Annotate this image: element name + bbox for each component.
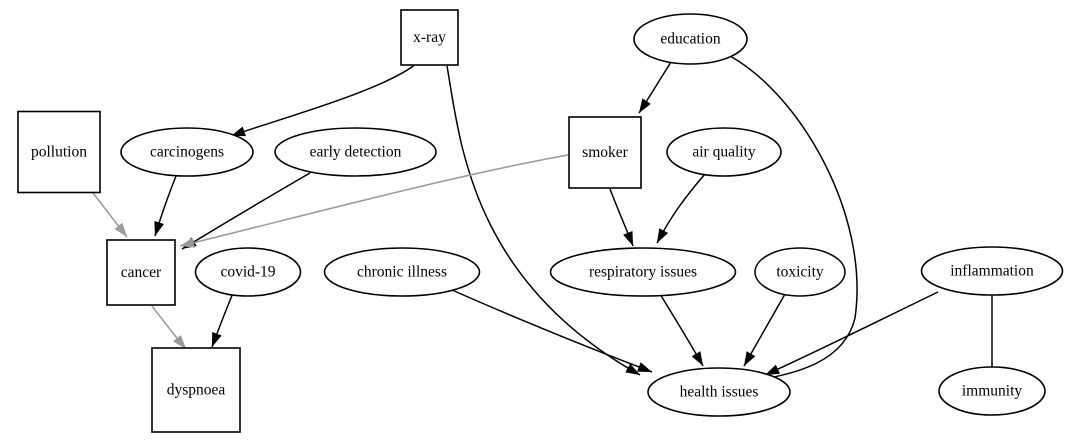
node-ellipse-shape[interactable] xyxy=(666,127,782,177)
arrowhead xyxy=(230,126,246,137)
edge-pollution-to-cancer xyxy=(92,192,128,238)
edge-smoker-to-respiratory xyxy=(609,188,634,247)
edge-education-to-health xyxy=(729,55,858,386)
node-ellipse-shape[interactable] xyxy=(754,247,846,297)
node-airquality[interactable]: air quality xyxy=(666,127,782,177)
arrowhead xyxy=(173,334,187,350)
edge-xray-to-health xyxy=(446,65,641,376)
edge-line xyxy=(230,63,417,137)
node-education[interactable]: education xyxy=(633,13,748,65)
edge-toxicity-to-health xyxy=(743,293,786,367)
edge-carcinogens-to-cancer xyxy=(154,175,177,237)
node-ellipse-shape[interactable] xyxy=(633,13,748,65)
nodes-layer: x-ray education pollution carcinogens early … xyxy=(17,9,1064,433)
node-early[interactable]: early detection xyxy=(274,127,437,177)
arrowhead xyxy=(154,221,164,237)
edge-line xyxy=(764,291,939,376)
edge-xray-to-carcinogens xyxy=(230,63,417,137)
node-box-shape[interactable] xyxy=(106,239,176,306)
node-box-shape[interactable] xyxy=(568,116,642,189)
arrowhead xyxy=(656,228,669,244)
edge-early-to-cancer xyxy=(181,172,311,250)
edge-line xyxy=(181,172,311,250)
edge-education-to-smoker xyxy=(638,58,674,114)
node-pollution[interactable]: pollution xyxy=(17,110,101,194)
arrowhead xyxy=(764,364,780,376)
edge-line xyxy=(451,289,653,373)
edge-chronic-to-health xyxy=(451,289,653,373)
node-ellipse-shape[interactable] xyxy=(194,247,302,297)
arrowhead xyxy=(623,231,634,247)
node-ellipse-shape[interactable] xyxy=(274,127,437,177)
arrowhead xyxy=(638,98,651,114)
edge-line xyxy=(179,154,569,247)
edge-smoker-to-cancer xyxy=(179,154,569,248)
arrowhead xyxy=(179,237,195,248)
edge-line xyxy=(729,55,858,383)
edges-layer xyxy=(92,55,993,386)
edge-inflammation-to-health xyxy=(764,291,939,376)
edge-cancer-to-dyspnoea xyxy=(151,305,187,350)
node-box-shape[interactable] xyxy=(400,9,459,66)
node-health[interactable]: health issues xyxy=(647,367,791,417)
arrowhead xyxy=(114,222,128,238)
node-dyspnoea[interactable]: dyspnoea xyxy=(151,347,241,433)
edge-line xyxy=(446,65,641,376)
node-ellipse-shape[interactable] xyxy=(323,247,481,297)
arrowhead xyxy=(691,351,704,367)
arrowhead xyxy=(637,362,653,373)
node-ellipse-shape[interactable] xyxy=(920,246,1064,296)
edge-covid-to-dyspnoea xyxy=(211,292,234,348)
edge-airquality-to-respiratory xyxy=(656,173,706,244)
node-respiratory[interactable]: respiratory issues xyxy=(549,247,737,297)
node-ellipse-shape[interactable] xyxy=(938,366,1046,416)
node-ellipse-shape[interactable] xyxy=(549,247,737,297)
node-ellipse-shape[interactable] xyxy=(120,127,254,177)
node-box-shape[interactable] xyxy=(17,110,101,194)
arrowhead xyxy=(743,351,756,367)
node-carcinogens[interactable]: carcinogens xyxy=(120,127,254,177)
edge-respiratory-to-health xyxy=(659,293,704,367)
node-immunity[interactable]: immunity xyxy=(938,366,1046,416)
node-xray[interactable]: x-ray xyxy=(400,9,459,66)
node-chronic[interactable]: chronic illness xyxy=(323,247,481,297)
node-box-shape[interactable] xyxy=(151,347,241,433)
node-cancer[interactable]: cancer xyxy=(106,239,176,306)
arrowhead xyxy=(211,332,222,348)
node-covid[interactable]: covid-19 xyxy=(194,247,302,297)
node-toxicity[interactable]: toxicity xyxy=(754,247,846,297)
arrowhead xyxy=(625,363,641,376)
node-ellipse-shape[interactable] xyxy=(647,367,791,417)
node-smoker[interactable]: smoker xyxy=(568,116,642,189)
node-inflammation[interactable]: inflammation xyxy=(920,246,1064,296)
